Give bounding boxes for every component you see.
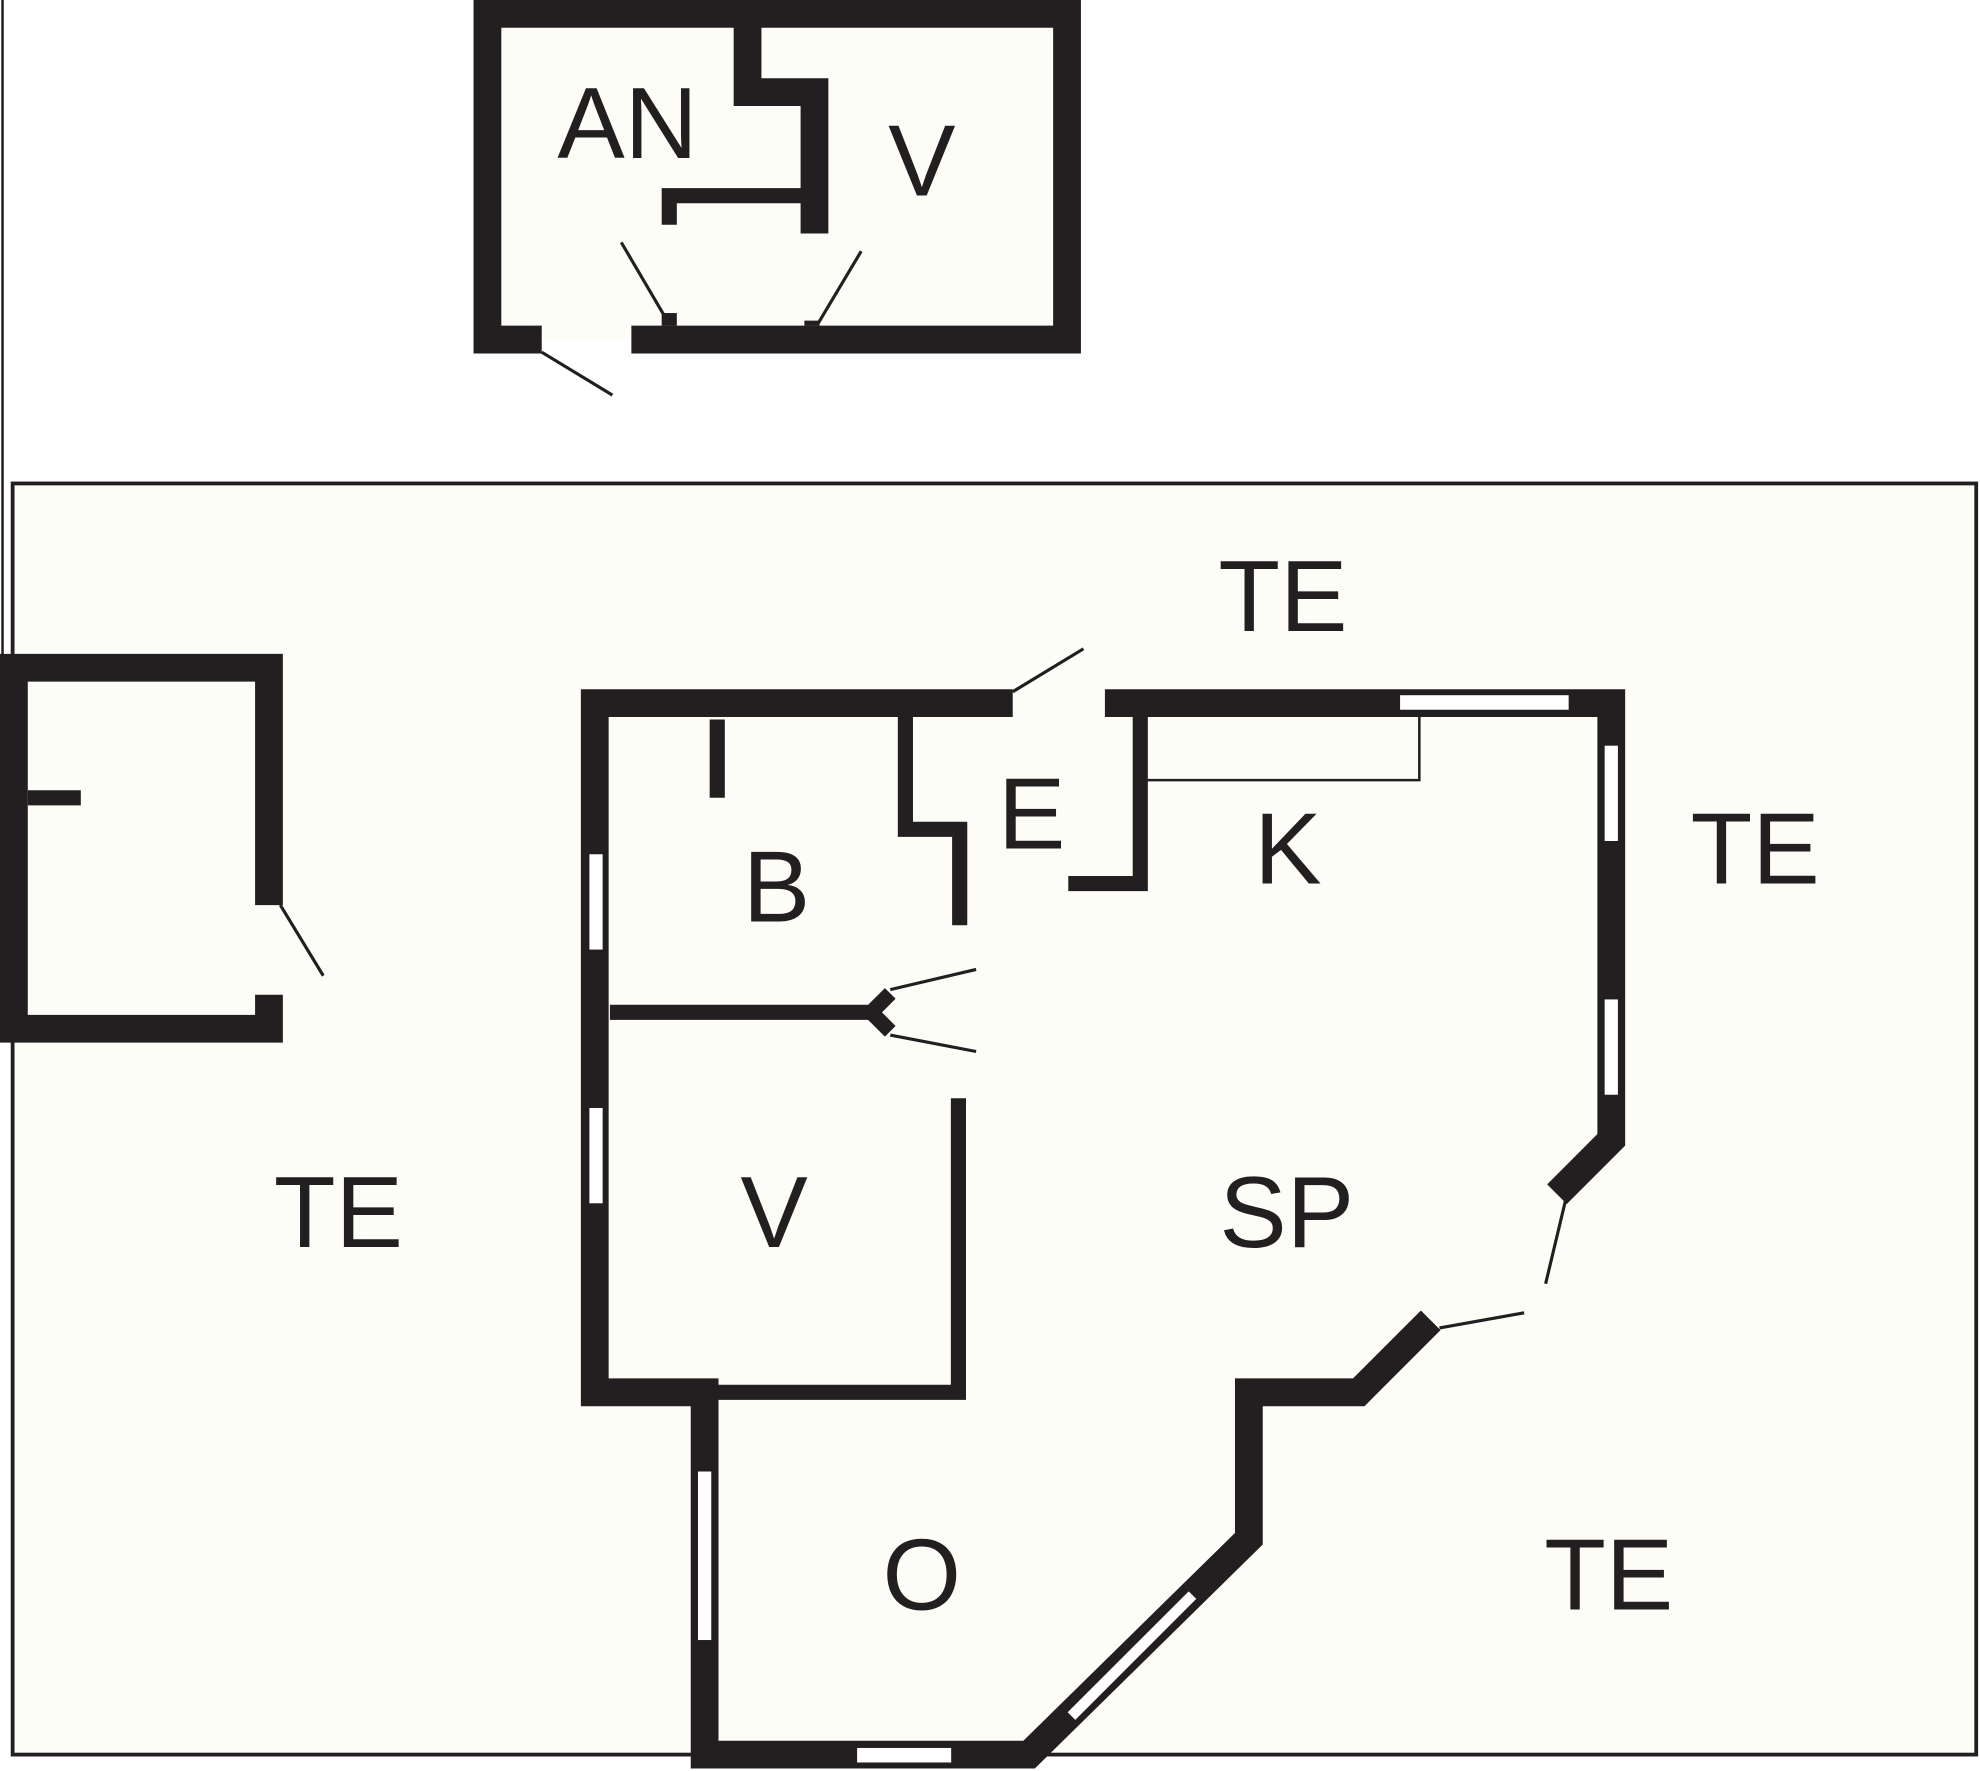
label-sp: SP <box>1219 1157 1354 1269</box>
door-leaf <box>889 1033 977 1054</box>
window <box>1602 997 1620 1097</box>
label-te-top: TE <box>1218 541 1347 653</box>
door-leaf <box>540 350 614 397</box>
label-v: V <box>740 1157 807 1269</box>
door-leaf <box>619 241 666 317</box>
label-o: O <box>883 1519 962 1631</box>
door-leaf <box>278 904 325 977</box>
label-e: E <box>998 758 1065 870</box>
label-an: AN <box>557 68 697 180</box>
window <box>1065 1588 1199 1723</box>
window <box>696 1469 714 1642</box>
window <box>1398 693 1571 712</box>
window <box>587 1106 605 1206</box>
label-outbuilding-v: V <box>888 106 955 218</box>
label-te-right: TE <box>1691 794 1820 906</box>
outbuilding <box>473 0 1081 397</box>
shed <box>0 653 325 1043</box>
main-house <box>580 647 1626 1769</box>
label-te-bottom: TE <box>1544 1519 1673 1631</box>
label-te-left: TE <box>274 1157 403 1269</box>
label-b: B <box>743 831 810 943</box>
door-leaf <box>1544 1198 1568 1285</box>
window <box>587 852 605 952</box>
window <box>1602 743 1620 843</box>
door-leaf <box>816 250 863 324</box>
window <box>855 1746 954 1765</box>
door-leaf <box>1011 647 1085 694</box>
door-leaf <box>1439 1311 1525 1330</box>
door-leaf <box>889 967 977 992</box>
label-k: K <box>1254 794 1321 906</box>
